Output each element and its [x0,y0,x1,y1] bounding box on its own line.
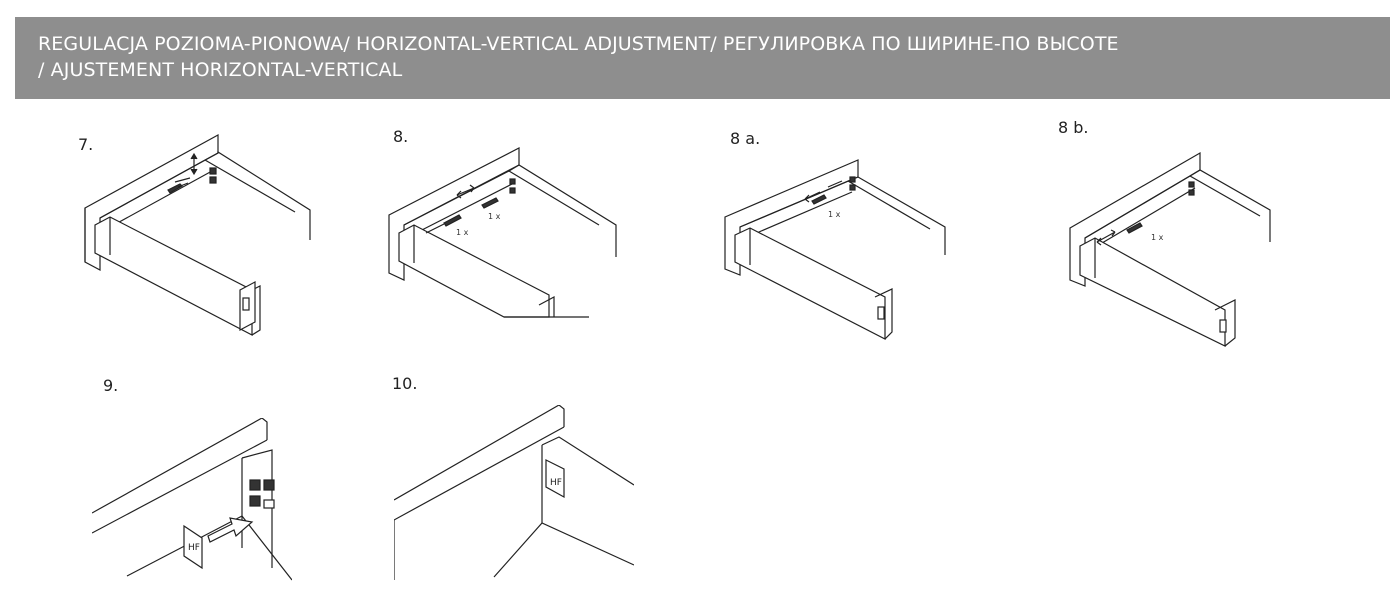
step-8b-note: 1 x [1151,233,1164,242]
figure-step-8b-drawer: 1 x [1065,150,1280,350]
figure-step-8-drawer: 1 x 1 x [384,145,624,325]
section-header: REGULACJA POZIOMA-PIONOWA/ HORIZONTAL-VE… [15,17,1390,99]
section-title-line-2: / AJUSTEMENT HORIZONTAL-VERTICAL [38,59,403,81]
figure-step-10-cover-installed: HF [394,405,634,580]
section-title-line-1: REGULACJA POZIOMA-PIONOWA/ HORIZONTAL-VE… [38,33,1119,55]
step-7-label: 7. [78,135,94,154]
step-8-note-a: 1 x [456,228,469,237]
svg-text:HF: HF [188,543,200,553]
step-10-label: 10. [392,374,418,393]
step-8-label: 8. [393,127,409,146]
svg-text:HF: HF [550,478,562,488]
figure-step-8a-drawer: 1 x [720,157,950,347]
step-9-label: 9. [103,376,119,395]
step-8a-label: 8 a. [730,129,761,148]
figure-step-9-cover: HF [92,418,292,583]
step-8-note-b: 1 x [488,212,501,221]
step-8a-note: 1 x [828,210,841,219]
figure-step-7-drawer [80,130,320,340]
step-8b-label: 8 b. [1058,118,1089,137]
